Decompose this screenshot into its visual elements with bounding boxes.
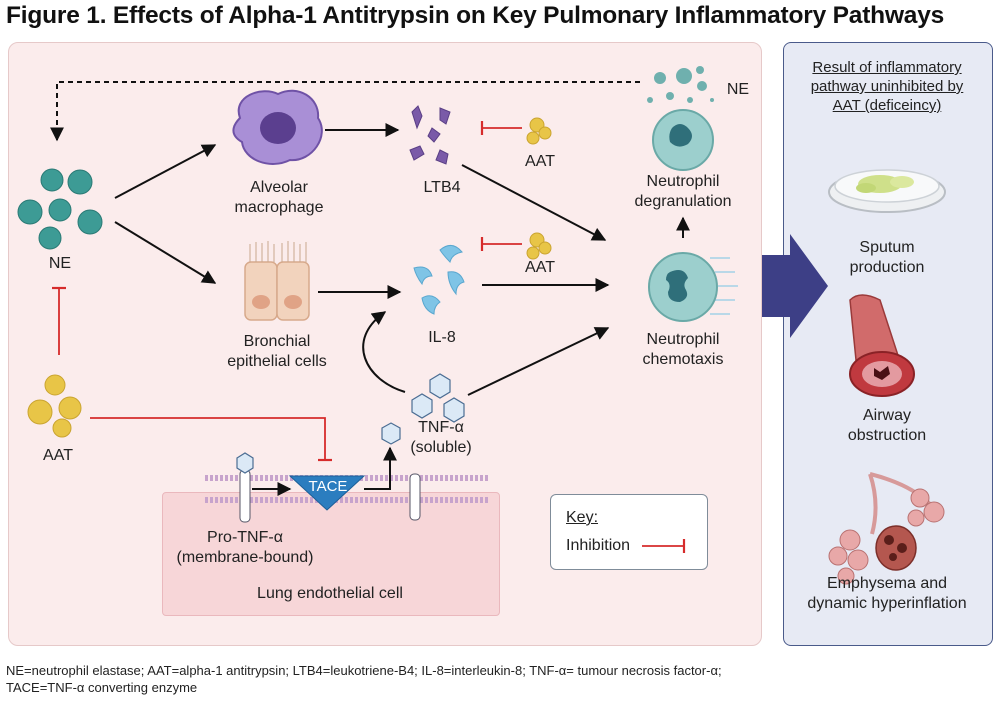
key-title: Key: — [566, 509, 599, 526]
pro-tnf-icon — [236, 452, 254, 523]
tnf-soluble-icon — [381, 373, 465, 445]
ne-release-granules-icon — [647, 66, 714, 103]
transmembrane-protein-icon — [409, 473, 421, 521]
footnote-line-1: NE=neutrophil elastase; AAT=alpha-1 anti… — [6, 663, 722, 678]
aat-label-il8: AAT — [525, 259, 555, 276]
inhibition-aat-tace — [90, 417, 332, 462]
ne-cluster-icon — [17, 168, 103, 250]
neutrophil-chemotaxis-icon — [648, 252, 718, 322]
aat-label-ltb4: AAT — [525, 153, 555, 170]
neutrophil-degranulation-icon — [652, 109, 714, 171]
arrow-tnf-to-chemotaxis — [467, 327, 610, 396]
aat-label-left: AAT — [43, 447, 73, 464]
aat-ltb4-icon — [526, 117, 552, 145]
figure-title: Figure 1. Effects of Alpha-1 Antitrypsin… — [6, 2, 945, 29]
ne-feedback-arrow — [50, 81, 640, 142]
ltb4-icon — [409, 105, 451, 165]
arrow-ne-to-epithelial — [114, 221, 217, 284]
key-inhibition-symbol — [642, 539, 686, 553]
tace-label: TACE — [308, 478, 348, 495]
inhibition-aat-il8 — [480, 237, 522, 251]
il8-icon — [413, 245, 465, 315]
ne-label-top: NE — [726, 81, 750, 98]
emphysema-icon — [828, 472, 945, 585]
inhibition-aat-ne — [52, 286, 66, 355]
key-box — [550, 494, 708, 570]
result-arrow — [762, 234, 828, 338]
il8-label: IL-8 — [428, 329, 456, 346]
lung-endothelial-label: Lung endothelial cell — [257, 585, 403, 602]
arrow-tnf-to-il8 — [362, 311, 406, 393]
ltb4-label: LTB4 — [423, 179, 461, 196]
tace-enzyme-icon — [288, 475, 366, 511]
pro-tnf-label: Pro-TNF-α(membrane-bound) — [176, 529, 314, 566]
airway-icon — [849, 294, 915, 397]
lung-endothelial-cell-box — [162, 492, 500, 616]
key-inhibition-label: Inhibition — [566, 537, 631, 554]
tnf-soluble-label: TNF-α(soluble) — [410, 419, 472, 456]
alveolar-macrophage-icon — [232, 89, 323, 165]
sputum-dish-icon — [828, 169, 946, 213]
ne-label-left: NE — [48, 255, 72, 272]
aat-il8-icon — [526, 232, 552, 260]
inhibition-aat-ltb4 — [480, 121, 522, 135]
aat-cluster-icon — [27, 374, 82, 438]
chemotaxis-motion-lines — [710, 257, 738, 315]
bronchial-epithelial-icon — [244, 241, 310, 321]
footnote-line-2: TACE=TNF-α converting enzyme — [6, 680, 198, 695]
arrow-ne-to-macrophage — [114, 144, 217, 199]
footnote: NE=neutrophil elastase; AAT=alpha-1 anti… — [6, 662, 996, 696]
arrow-ltb4-to-chemotaxis — [461, 164, 607, 241]
arrow-tace-to-tnf — [364, 446, 397, 490]
